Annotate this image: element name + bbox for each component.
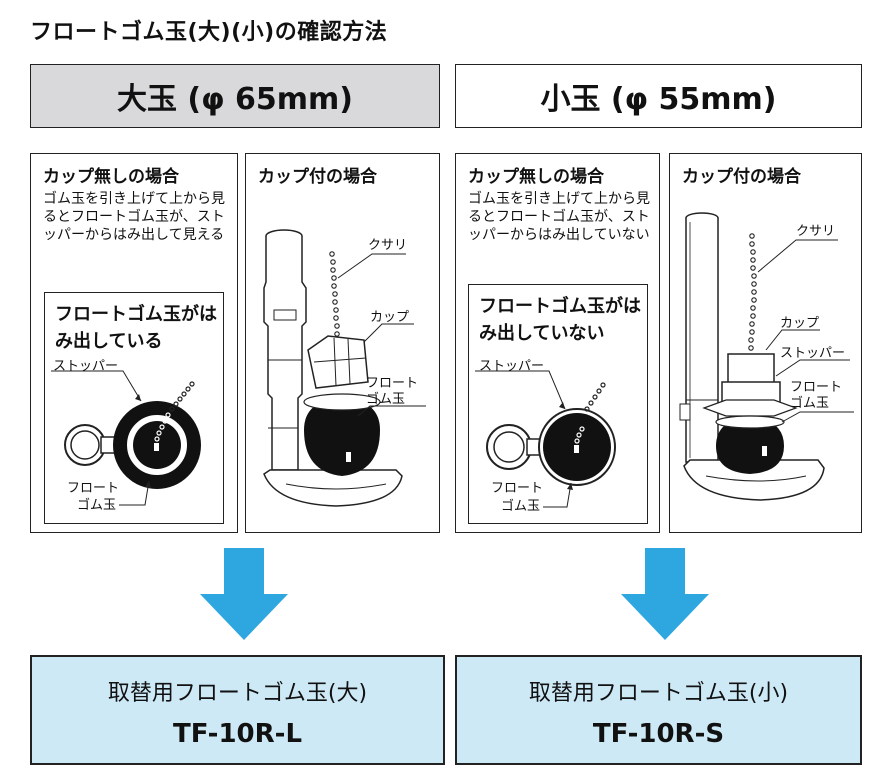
page-title: フロートゴム玉(大)(小)の確認方法 xyxy=(30,20,388,45)
small-no-cup-desc: ゴム玉を引き上げて上から見るとフロートゴム玉が、ストッパーからはみ出していない xyxy=(468,191,650,243)
large-no-cup-box-title: フロートゴム玉がはみ出している xyxy=(55,304,217,352)
small-stopper-label: ストッパー xyxy=(479,359,545,374)
small-no-cup-inner-box: フロートゴム玉がはみ出していない ストッパー フロート xyxy=(468,284,648,524)
large-down-arrow-icon xyxy=(200,548,288,640)
small-cup-assembly-illustration xyxy=(679,212,854,501)
small-ball-header: 小玉 (φ 55mm) xyxy=(455,64,862,128)
small-float-label-2: ゴム玉 xyxy=(501,499,541,514)
large-cup-label: カップ xyxy=(370,310,410,325)
large-float-label-1: フロート xyxy=(67,481,120,496)
large-result-box: 取替用フロートゴム玉(大) TF-10R-L xyxy=(30,655,445,765)
large-with-cup-title: カップ付の場合 xyxy=(258,167,377,187)
large-top-view-illustration xyxy=(51,370,201,506)
large-cup-float-label-1: フロート xyxy=(366,376,419,391)
small-chain-label: クサリ xyxy=(796,224,836,239)
large-no-cup-title: カップ無しの場合 xyxy=(43,167,179,187)
large-result-name: 取替用フロートゴム玉(大) xyxy=(107,681,368,706)
large-no-cup-inner-box: フロートゴム玉がはみ出している ス xyxy=(44,292,224,524)
large-with-cup-panel: カップ付の場合 クサリ カップ フロート ゴム玉 xyxy=(245,153,440,533)
small-float-label-1: フロート xyxy=(491,481,544,496)
small-no-cup-title: カップ無しの場合 xyxy=(468,167,604,187)
large-cup-assembly-illustration xyxy=(263,229,426,507)
small-with-cup-title: カップ付の場合 xyxy=(682,167,801,187)
large-cup-float-label-2: ゴム玉 xyxy=(366,392,406,407)
small-down-arrow xyxy=(621,548,709,640)
large-chain-label: クサリ xyxy=(368,238,408,253)
small-cup-label: カップ xyxy=(780,316,820,331)
large-no-cup-desc: ゴム玉を引き上げて上から見るとフロートゴム玉が、ストッパーからはみ出して見える xyxy=(43,191,225,243)
small-cup-stopper-label: ストッパー xyxy=(780,346,846,361)
small-top-view-illustration xyxy=(475,370,616,508)
small-down-arrow-icon xyxy=(621,548,709,640)
small-cup-float-label-2: ゴム玉 xyxy=(790,396,830,411)
large-stopper-label: ストッパー xyxy=(53,359,119,374)
large-ball-header: 大玉 (φ 65mm) xyxy=(30,64,440,128)
small-result-code: TF-10R-S xyxy=(592,719,725,749)
large-result-code: TF-10R-L xyxy=(172,719,303,749)
large-float-label-2: ゴム玉 xyxy=(77,498,117,513)
small-cup-float-label-1: フロート xyxy=(790,380,843,395)
large-no-cup-panel: カップ無しの場合 ゴム玉を引き上げて上から見るとフロートゴム玉が、ストッパーから… xyxy=(30,153,238,533)
large-down-arrow xyxy=(200,548,288,640)
small-ball-header-text: 小玉 (φ 55mm) xyxy=(540,82,777,117)
large-ball-header-text: 大玉 (φ 65mm) xyxy=(116,82,354,117)
small-result-box: 取替用フロートゴム玉(小) TF-10R-S xyxy=(455,655,862,765)
small-no-cup-panel: カップ無しの場合 ゴム玉を引き上げて上から見るとフロートゴム玉が、ストッパーから… xyxy=(455,153,660,533)
small-no-cup-box-title: フロートゴム玉がはみ出していない xyxy=(479,296,641,344)
small-with-cup-panel: カップ付の場合 クサリ カップ ストッパー フロート xyxy=(669,153,862,533)
small-result-name: 取替用フロートゴム玉(小) xyxy=(528,681,789,706)
